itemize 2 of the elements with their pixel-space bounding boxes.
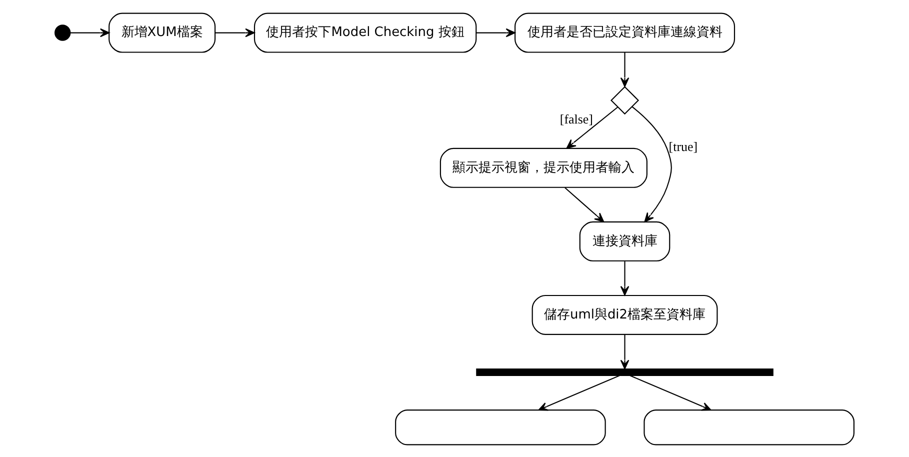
edge-label: [false] xyxy=(560,111,594,126)
edge-label: [true] xyxy=(668,138,698,154)
